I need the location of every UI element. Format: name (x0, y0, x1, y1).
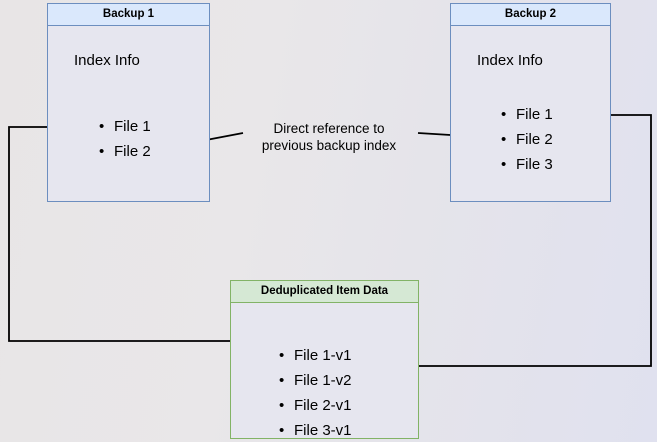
node-backup2-body: Index Info File 1 File 2 File 3 (451, 26, 610, 201)
node-deduplicated-item-data[interactable]: Deduplicated Item Data File 1-v1 File 1-… (230, 280, 419, 443)
node-backup1-header: Backup 1 (48, 4, 209, 26)
node-backup2-subtitle: Index Info (477, 52, 543, 69)
list-item: File 2 (99, 139, 151, 164)
edge-label-direct-reference: Direct reference to previous backup inde… (261, 121, 397, 153)
node-backup2-header: Backup 2 (451, 4, 610, 26)
list-item: File 1-v1 (279, 343, 352, 368)
list-item: File 2-v1 (279, 393, 352, 418)
list-item: File 2 (501, 127, 553, 152)
node-backup2[interactable]: Backup 2 Index Info File 1 File 2 File 3 (450, 3, 611, 202)
node-backup2-file-list: File 1 File 2 File 3 (501, 102, 553, 177)
node-backup1-file-list: File 1 File 2 (99, 114, 151, 164)
node-backup1-subtitle: Index Info (74, 52, 140, 69)
node-dedup-file-list: File 1-v1 File 1-v2 File 2-v1 File 3-v1 (279, 343, 352, 443)
list-item: File 1 (99, 114, 151, 139)
node-dedup-body: File 1-v1 File 1-v2 File 2-v1 File 3-v1 (231, 303, 418, 443)
list-item: File 1-v2 (279, 368, 352, 393)
node-backup1-body: Index Info File 1 File 2 (48, 26, 209, 201)
list-item: File 1 (501, 102, 553, 127)
list-item: File 3-v1 (279, 418, 352, 443)
node-backup1[interactable]: Backup 1 Index Info File 1 File 2 (47, 3, 210, 202)
list-item: File 3 (501, 152, 553, 177)
node-dedup-header: Deduplicated Item Data (231, 281, 418, 303)
